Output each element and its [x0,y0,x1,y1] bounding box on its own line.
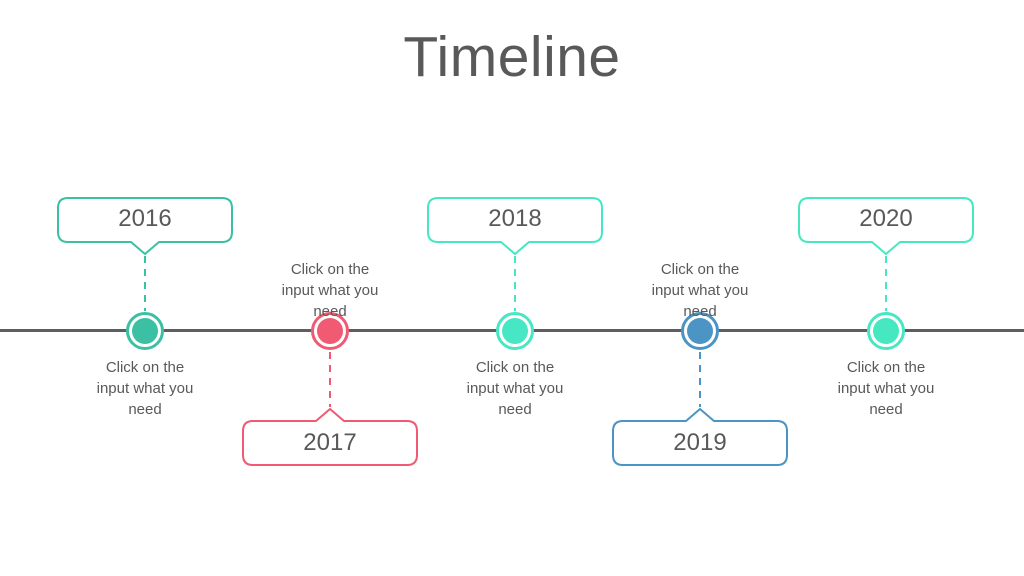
year-bubble[interactable]: 2018 [427,197,603,255]
year-bubble[interactable]: 2017 [242,408,418,466]
connector-dashed-line [144,256,146,311]
caption-text[interactable]: Click on the input what you need [466,359,564,418]
timeline-marker-circle [496,312,534,350]
year-bubble[interactable]: 2019 [612,408,788,466]
slide-title: Timeline [403,25,621,89]
caption-text[interactable]: Click on the input what you need [96,359,194,418]
timeline-marker-circle [311,312,349,350]
bubble-tail-up-shape [242,408,418,466]
caption-text[interactable]: Click on the input what you need [281,261,379,320]
year-bubble[interactable]: 2020 [798,197,974,255]
timeline-marker-circle [126,312,164,350]
year-label: 2019 [673,429,727,456]
year-label: 2020 [859,205,913,232]
year-label: 2017 [303,429,357,456]
connector-dashed-line [885,256,887,311]
timeline-marker-circle [867,312,905,350]
connector-dashed-line [329,352,331,407]
timeline-marker-fill [502,318,528,344]
bubble-tail-down-shape [798,197,974,255]
timeline-marker-circle [681,312,719,350]
caption-text[interactable]: Click on the input what you need [837,359,935,418]
year-bubble[interactable]: 2016 [57,197,233,255]
bubble-tail-down-shape [427,197,603,255]
bubble-tail-down-shape [57,197,233,255]
year-label: 2018 [488,205,542,232]
caption-text[interactable]: Click on the input what you need [651,261,749,320]
timeline-marker-fill [873,318,899,344]
timeline-marker-fill [132,318,158,344]
connector-dashed-line [514,256,516,311]
bubble-tail-up-shape [612,408,788,466]
connector-dashed-line [699,352,701,407]
timeline-marker-fill [687,318,713,344]
timeline-marker-fill [317,318,343,344]
year-label: 2016 [118,205,172,232]
